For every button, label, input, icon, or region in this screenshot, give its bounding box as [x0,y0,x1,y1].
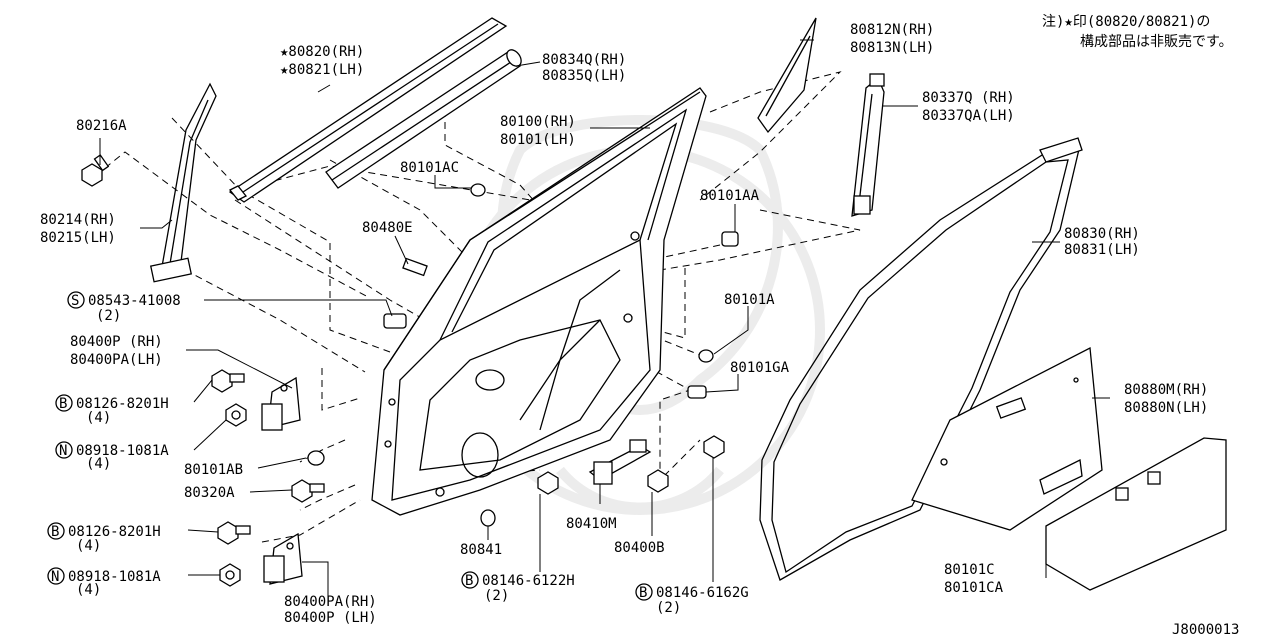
nut-08918-lower-qty: (4) [76,582,101,598]
n-prefix-mark: N [51,569,59,585]
part-80841: 80841 [460,542,502,558]
note-line-2: 構成部品は非販売です。 [1080,34,1233,50]
part-80400b: 80400B [614,540,665,556]
part-80215: 80215(LH) [40,230,116,246]
bolt-08146-6122h: 08146-6122H [482,573,575,589]
nut-08918-1081a-lower: 08918-1081A [68,569,161,585]
hinge-upper-80400p [261,376,301,431]
part-80400pa-lh: 80400PA(LH) [70,352,163,368]
part-80820: ★80820(RH) [280,44,364,60]
bolt-08543-qty: (2) [96,308,121,324]
part-80813n: 80813N(LH) [850,40,934,56]
callout-labels: 注)★印(80820/80821)の 構成部品は非販売です。 ★80820(RH… [40,14,1239,638]
part-80400p-rh: 80400P (RH) [70,334,163,350]
part-80410m: 80410M [566,516,617,532]
part-80400p-lh: 80400P (LH) [284,610,377,626]
part-80812n: 80812N(RH) [850,22,934,38]
fasteners [211,313,725,587]
n-prefix-mark: N [59,443,67,459]
part-80834q: 80834Q(RH) [542,52,626,68]
channel-80337q [851,73,885,217]
b-prefix-mark: B [639,585,647,601]
part-80880m: 80880M(RH) [1124,382,1208,398]
weatherstrip-80820 [228,17,508,203]
nut-08918-1081a-upper: 08918-1081A [76,443,169,459]
bolt-08126-8201h-lower: 08126-8201H [68,524,161,540]
part-80831: 80831(LH) [1064,242,1140,258]
diagram-id: J8000013 [1172,622,1239,638]
bolt-08126-upper-qty: (4) [86,410,111,426]
part-80830: 80830(RH) [1064,226,1140,242]
trim-panel-80880m [911,346,1103,531]
bolt-08126-lower-qty: (4) [76,538,101,554]
part-80101: 80101(LH) [500,132,576,148]
part-80101aa: 80101AA [700,188,760,204]
part-80337q: 80337Q (RH) [922,90,1015,106]
prefix-symbols: S B N B N B B [47,291,653,601]
part-80400pa-rh: 80400PA(RH) [284,594,377,610]
part-80216a: 80216A [76,118,127,134]
part-80101a: 80101A [724,292,775,308]
bolt-08146-6162g: 08146-6162G [656,585,749,601]
bolt-08146-6162g-qty: (2) [656,600,681,616]
b-prefix-mark: B [59,396,67,412]
part-80880n: 80880N(LH) [1124,400,1208,416]
bolt-08543-41008: 08543-41008 [88,293,181,309]
part-80821: ★80821(LH) [280,62,364,78]
hinge-lower-80400pa [263,532,303,585]
part-80101ga: 80101GA [730,360,790,376]
part-80101ca: 80101CA [944,580,1004,596]
bolt-80216a [81,154,110,187]
part-80214: 80214(RH) [40,212,116,228]
bolt-08146-6122h-qty: (2) [484,588,509,604]
s-prefix-mark: S [71,293,79,309]
part-80101c: 80101C [944,562,995,578]
part-80835q: 80835Q(LH) [542,68,626,84]
sash-channel-80214 [149,82,217,283]
sash-trim-80812n [757,17,817,134]
door-check-80410m [588,439,652,485]
nut-08918-upper-qty: (4) [86,456,111,472]
part-80480e: 80480E [362,220,413,236]
note-line-1: 注)★印(80820/80821)の [1042,14,1210,30]
clips-and-plugs [307,183,739,527]
part-80320a: 80320A [184,485,235,501]
b-prefix-mark: B [465,573,473,589]
bolt-08126-8201h-upper: 08126-8201H [76,396,169,412]
part-80337qa: 80337QA(LH) [922,108,1015,124]
leader-lines [99,39,1110,598]
part-80100: 80100(RH) [500,114,576,130]
door-panel-80100 [371,87,707,516]
part-80101ac: 80101AC [400,160,459,176]
b-prefix-mark: B [51,524,59,540]
part-80101ab: 80101AB [184,462,243,478]
